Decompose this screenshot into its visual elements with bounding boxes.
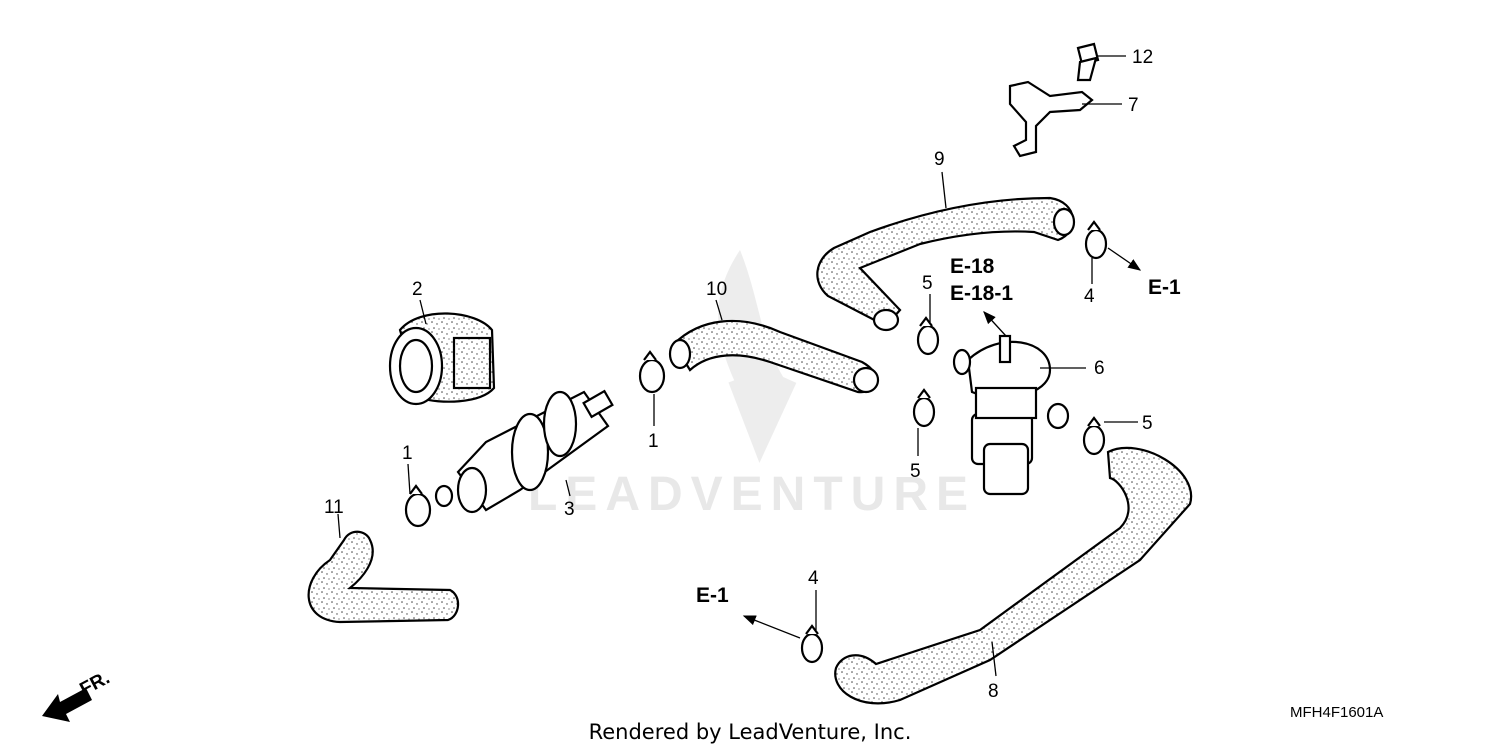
callout-1-upper: 1 <box>648 431 659 452</box>
clip-4-lower <box>742 590 824 664</box>
cover-2 <box>388 299 496 406</box>
hose-10 <box>668 299 880 394</box>
hose-8 <box>834 446 1193 705</box>
watermark: LEADVENTURE <box>528 250 976 521</box>
watermark-text: LEADVENTURE <box>528 468 976 521</box>
ref-e1-lower: E-1 <box>696 584 729 607</box>
hose-11 <box>307 513 460 624</box>
hose-9 <box>816 171 1076 332</box>
clip-5-top <box>916 294 940 356</box>
filter-3 <box>434 389 614 514</box>
callout-4-upper: 4 <box>1084 286 1095 307</box>
clip-5-mid <box>912 388 936 456</box>
callout-10: 10 <box>706 279 727 300</box>
callout-7: 7 <box>1128 95 1139 116</box>
callout-2: 2 <box>412 279 423 300</box>
callout-6: 6 <box>1094 358 1105 379</box>
callout-4-lower: 4 <box>808 568 819 589</box>
callout-5-top: 5 <box>922 273 933 294</box>
callout-8: 8 <box>988 681 999 702</box>
bracket-7 <box>1008 80 1122 158</box>
ref-e18: E-18 <box>950 255 995 278</box>
diagram-code: MFH4F1601A <box>1290 704 1383 721</box>
footer-credit: Rendered by LeadVenture, Inc. <box>589 720 912 744</box>
ref-e18-1: E-18-1 <box>950 282 1013 305</box>
callout-5-mid: 5 <box>910 461 921 482</box>
clip-5-right <box>1082 416 1138 456</box>
bolt-12 <box>1076 42 1126 82</box>
callout-11: 11 <box>324 497 344 518</box>
callout-1-lower: 1 <box>402 443 413 464</box>
front-direction-arrow: FR. <box>42 668 113 722</box>
callout-5-right: 5 <box>1142 413 1153 434</box>
ref-e1-upper: E-1 <box>1148 276 1181 299</box>
callout-12: 12 <box>1132 47 1153 68</box>
valve-6 <box>952 311 1086 496</box>
clip-1-lower <box>404 463 432 528</box>
clip-4-upper <box>1084 220 1142 284</box>
callout-3: 3 <box>564 499 575 520</box>
callout-9: 9 <box>934 149 945 170</box>
clip-1-upper <box>638 350 666 426</box>
